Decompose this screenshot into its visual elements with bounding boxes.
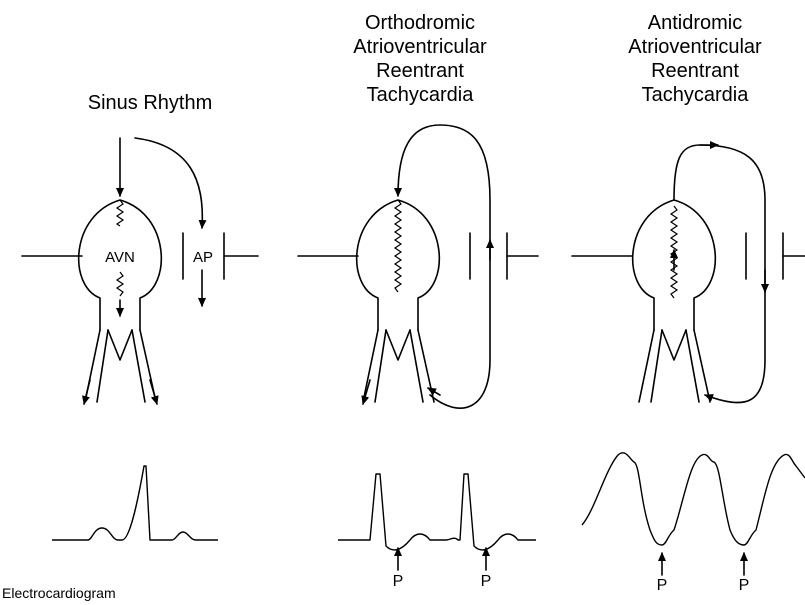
footer-label: Electrocardiogram [2, 585, 116, 601]
avn-label: AVN [105, 249, 135, 266]
lv-exit-arrow [84, 380, 90, 404]
p-label: P [481, 573, 492, 590]
reentry-loop [398, 125, 490, 408]
ecg-trace-sinus [52, 466, 218, 540]
p-label: P [739, 577, 750, 594]
p-label: P [657, 577, 668, 594]
rv-exit-arrow [150, 380, 157, 404]
bundle-fork [386, 330, 410, 360]
reentry-loop [674, 145, 765, 403]
bundle-fork [662, 330, 686, 360]
avn-conduction-zigzag [117, 200, 123, 296]
avn-conduction-zigzag [395, 200, 401, 292]
p-label: P [393, 573, 404, 590]
panel-3-heart [572, 145, 805, 403]
rv-entry-arrow [428, 388, 440, 395]
ecg-trace-antidromic [582, 453, 805, 545]
left-bundle-branch [639, 330, 662, 402]
left-bundle-branch [85, 330, 108, 402]
panel-2-heart [298, 125, 538, 408]
av-node-body [357, 200, 440, 330]
right-bundle-branch [686, 330, 710, 402]
right-bundle-branch [410, 330, 434, 402]
panel-1-heart: AVN AP [22, 138, 258, 404]
right-bundle-branch [132, 330, 156, 402]
ecg-trace-orthodromic [338, 474, 536, 550]
ap-label: AP [193, 249, 213, 266]
bundle-fork [108, 330, 132, 360]
